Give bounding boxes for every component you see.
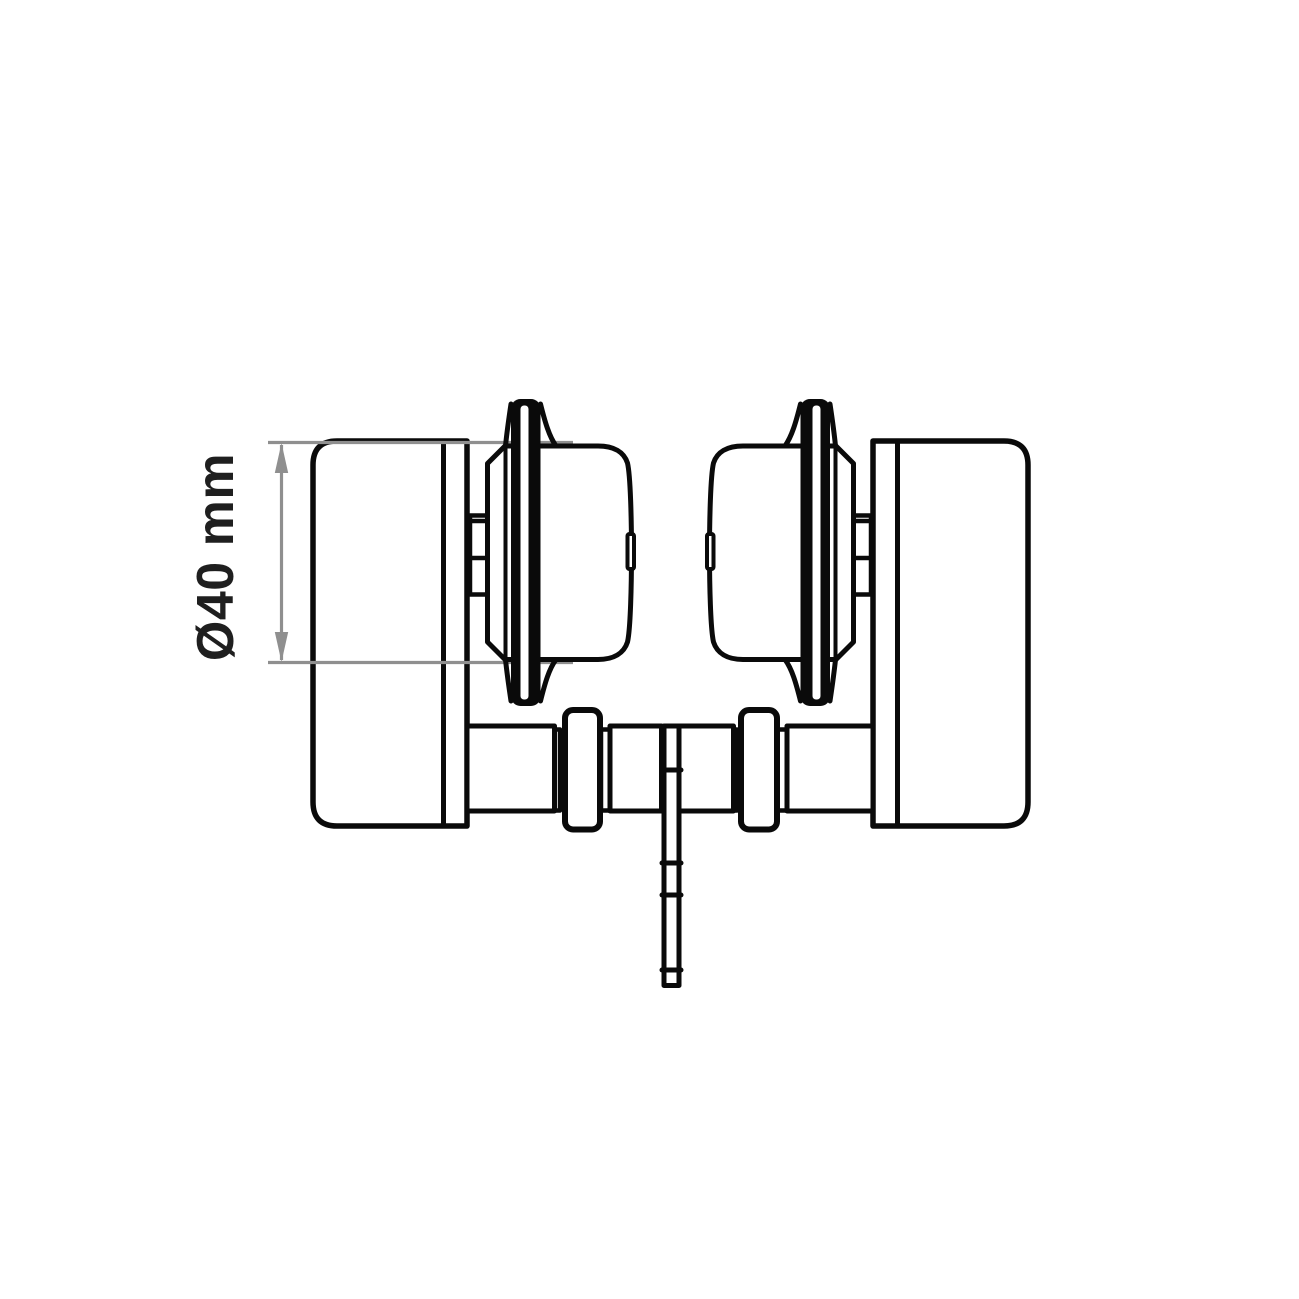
dimension-label-group: Ø40 mm xyxy=(187,453,245,661)
axle-collars xyxy=(562,707,780,833)
flange-flare xyxy=(538,657,559,704)
flange-flare xyxy=(827,401,838,449)
axle-collar xyxy=(562,707,603,833)
suspension-bar-body xyxy=(661,723,682,988)
dimension-annotation: Ø40 mm xyxy=(187,440,573,665)
housings xyxy=(310,438,1031,829)
left-wheel-flange-flares xyxy=(503,401,559,704)
right-wheel-boss xyxy=(705,532,716,571)
axle-segment xyxy=(607,723,664,814)
left-wheel-hub-steps xyxy=(467,513,490,597)
left-wheel-body xyxy=(485,443,634,662)
axle-collar xyxy=(738,707,780,833)
left-wheel xyxy=(467,399,636,706)
axle-segment xyxy=(464,723,557,814)
left-wheel-flange xyxy=(511,399,541,706)
axle-assembly xyxy=(464,707,876,833)
flange-flare xyxy=(503,401,514,449)
right-wheel xyxy=(705,399,874,706)
hub-step-block xyxy=(851,513,874,597)
right-wheel-body xyxy=(707,443,856,662)
hub-step-block xyxy=(467,513,490,597)
axle-segment xyxy=(784,723,876,814)
arrowhead-up-icon xyxy=(274,443,289,473)
flange-flare xyxy=(827,657,838,704)
right-housing-body xyxy=(870,438,1031,829)
right-housing xyxy=(870,438,1031,829)
flange-flare xyxy=(503,657,514,704)
right-wheel-flange-flares xyxy=(782,401,838,704)
dimension-label: Ø40 mm xyxy=(187,453,245,661)
axle-segment xyxy=(676,723,736,814)
right-wheel-hub-steps xyxy=(851,513,874,597)
flange-flare xyxy=(538,401,559,449)
left-wheel-boss xyxy=(625,532,636,571)
right-wheel-flange xyxy=(800,399,830,706)
suspension-bar xyxy=(659,723,684,988)
flange-groove xyxy=(812,405,821,700)
arrowhead-down-icon xyxy=(274,632,289,662)
flange-flare xyxy=(782,657,803,704)
left-housing xyxy=(310,438,470,829)
flange-groove xyxy=(520,405,529,700)
flange-flare xyxy=(782,401,803,449)
dimension-arrowheads xyxy=(274,443,289,662)
